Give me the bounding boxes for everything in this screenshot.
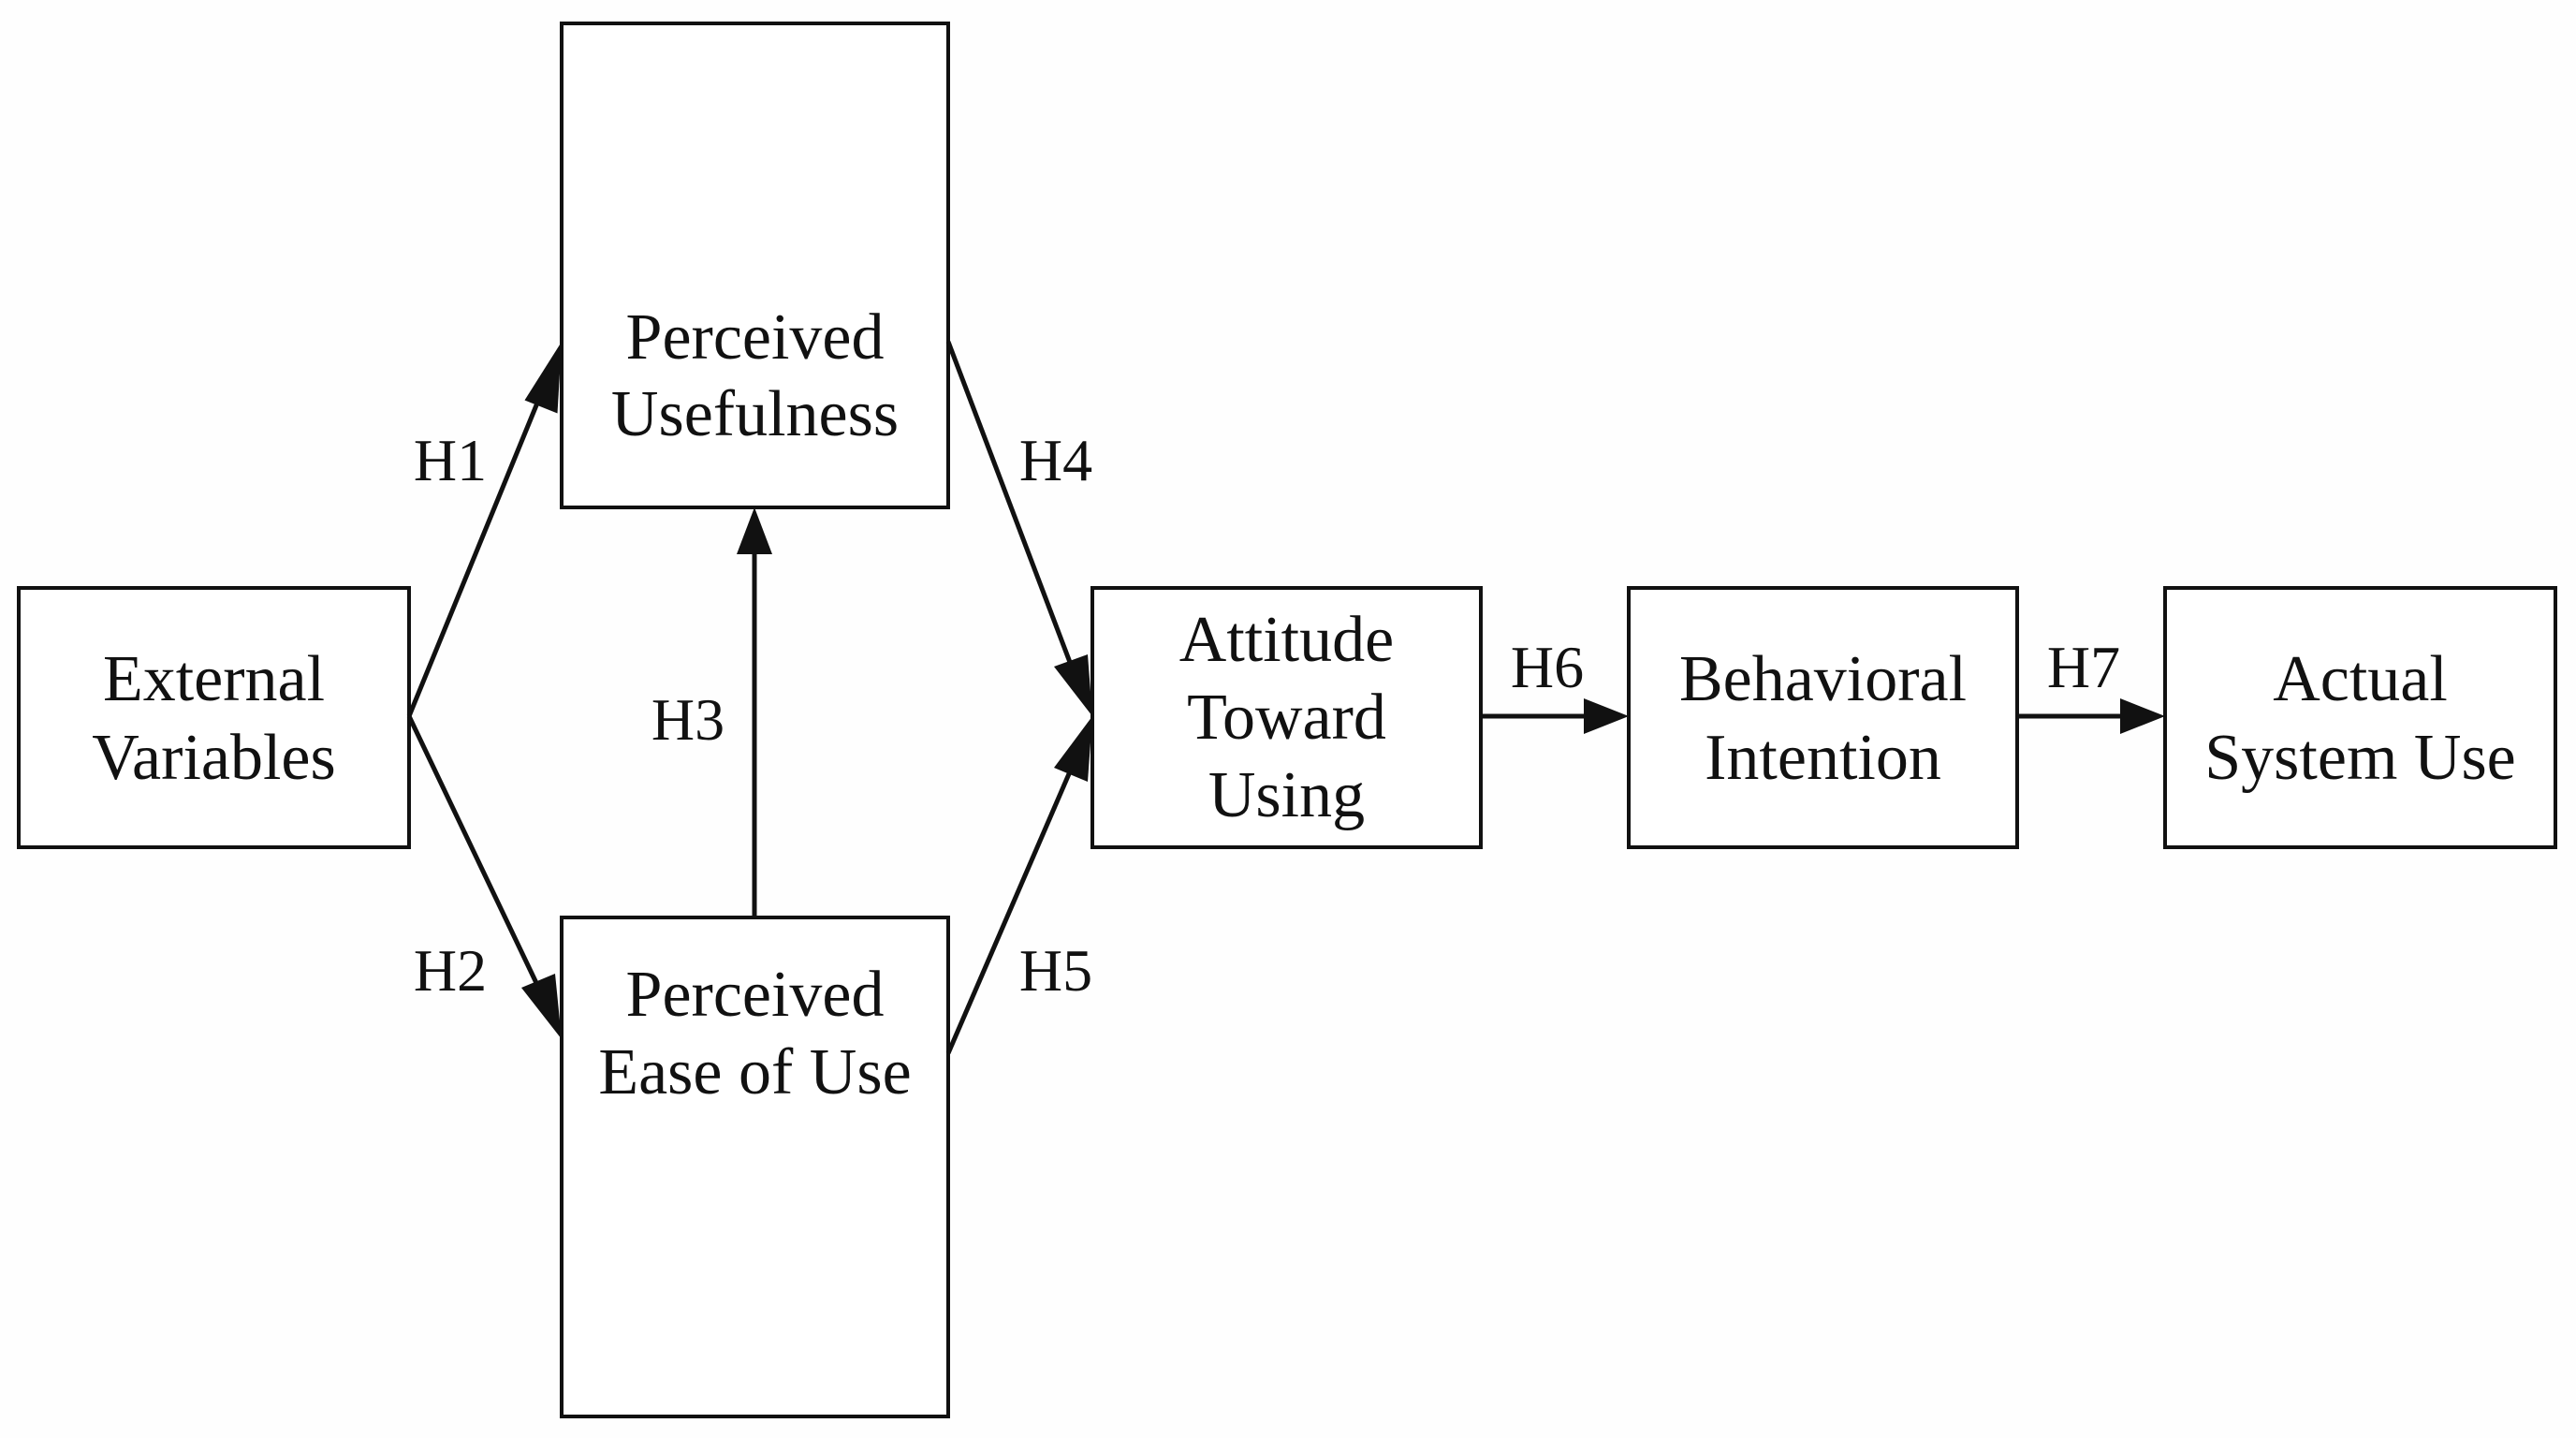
node-perceived-usefulness: Perceived Usefulness	[560, 22, 950, 509]
edge-h2-label: H2	[414, 937, 487, 1004]
node-attitude-toward-using: Attitude Toward Using	[1090, 586, 1483, 849]
edge-h6-arrowhead	[1584, 698, 1629, 734]
edge-h1-label: H1	[414, 427, 487, 493]
node-actual-system-use-line1: Actual	[2273, 643, 2448, 715]
node-external-variables-line1: External	[103, 643, 325, 715]
node-behavioral-intention-line1: Behavioral	[1679, 643, 1967, 715]
node-attitude-toward-using-line3: Using	[1208, 759, 1365, 831]
node-perceived-usefulness-line1: Perceived	[626, 301, 885, 374]
edge-h5: H5	[945, 716, 1092, 1054]
node-perceived-ease-of-use-line1: Perceived	[626, 959, 885, 1031]
node-behavioral-intention-line2: Intention	[1705, 722, 1941, 794]
node-behavioral-intention: Behavioral Intention	[1627, 586, 2019, 849]
edge-h3: H3	[651, 507, 772, 917]
node-perceived-ease-of-use: Perceived Ease of Use	[560, 916, 950, 1418]
edge-h6-label: H6	[1511, 634, 1584, 700]
edge-h1-arrowhead	[524, 342, 562, 414]
edge-h1-line	[406, 400, 541, 717]
node-actual-system-use-line2: System Use	[2204, 722, 2516, 794]
edge-h2: H2	[406, 714, 562, 1039]
node-external-variables: External Variables	[17, 586, 411, 849]
edge-h1: H1	[406, 342, 562, 717]
edge-h3-arrowhead	[737, 507, 772, 554]
node-attitude-toward-using-line1: Attitude	[1179, 604, 1394, 676]
edge-h4-arrowhead	[1054, 654, 1092, 716]
edge-h6: H6	[1481, 634, 1629, 734]
edge-h4-label: H4	[1019, 427, 1092, 493]
edge-h2-line	[406, 714, 539, 985]
edge-h3-label: H3	[651, 686, 724, 753]
edge-h4-line	[945, 341, 1074, 666]
edge-h7-arrowhead	[2120, 698, 2165, 734]
node-attitude-toward-using-line2: Toward	[1187, 682, 1386, 754]
node-external-variables-line2: Variables	[92, 722, 335, 794]
node-perceived-usefulness-line2: Usefulness	[611, 378, 899, 450]
node-actual-system-use: Actual System Use	[2163, 586, 2557, 849]
edge-h7-label: H7	[2047, 634, 2120, 700]
edge-h5-label: H5	[1019, 937, 1092, 1004]
node-perceived-ease-of-use-line2: Ease of Use	[598, 1036, 911, 1108]
edge-h5-line	[945, 769, 1074, 1054]
edge-h4: H4	[945, 341, 1092, 716]
edge-h2-arrowhead	[521, 974, 562, 1039]
edge-h5-arrowhead	[1054, 716, 1092, 782]
edge-h7: H7	[2017, 634, 2165, 734]
